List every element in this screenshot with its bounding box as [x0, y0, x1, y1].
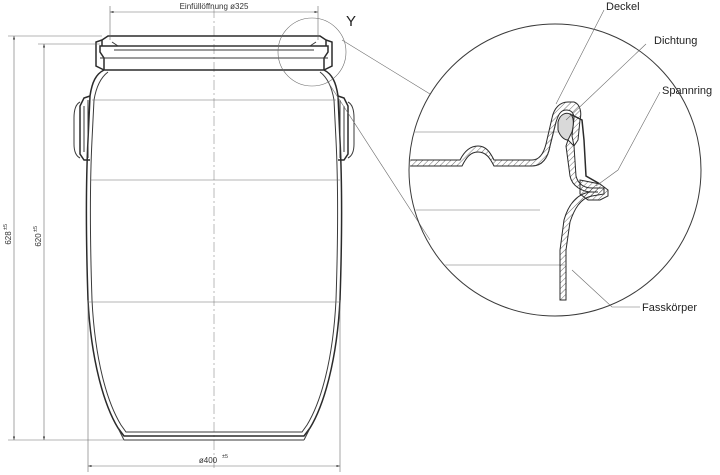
leader-lid — [555, 9, 605, 105]
height-total-tolerance: ±5 — [3, 224, 9, 230]
handle-right — [337, 95, 355, 161]
lid-top-profile — [111, 41, 317, 47]
handle-left — [73, 95, 91, 161]
detail-label-y: Y — [346, 13, 356, 30]
callout-lid: Deckel — [606, 1, 640, 13]
opening-dimension-label: Einfüllöffnung ø325 — [180, 2, 249, 11]
diameter-label: ø400 — [199, 456, 218, 465]
leader-clamp-ring — [595, 91, 661, 187]
height-total-label: 628 — [4, 231, 13, 245]
clamp-ring-left — [95, 39, 105, 71]
leader-drum-body — [571, 269, 640, 308]
detail-y-boundary — [408, 23, 702, 317]
detail-connector-bottom — [327, 81, 431, 241]
detail-clamp-ring-edge — [569, 113, 601, 185]
detail-gasket — [557, 112, 574, 141]
detail-drum-inner — [531, 121, 557, 167]
diameter-tolerance: ±5 — [222, 454, 228, 460]
detail-circle-y — [277, 17, 347, 87]
leader-gasket — [565, 43, 647, 121]
drum-lid — [101, 35, 327, 46]
callout-drum-body: Fasskörper — [642, 302, 697, 314]
height-body-tolerance: ±5 — [33, 226, 39, 232]
callout-clamp-ring: Spannring — [662, 85, 712, 97]
dimension-group: Einfüllöffnung ø325 628 ±5 620 ±5 ø400 ±… — [3, 2, 341, 472]
height-body-label: 620 — [34, 233, 43, 247]
detail-connector-top — [341, 39, 431, 95]
clamp-ring-right — [323, 39, 333, 71]
detail-lid-section — [410, 101, 582, 167]
detail-clamp-ring — [579, 179, 609, 201]
drum-base-foot — [117, 427, 311, 441]
detail-drum-wall — [559, 139, 605, 301]
drum-inner-wall — [90, 71, 338, 433]
detail-y-view: Deckel Dichtung Spannring Fasskörper — [408, 1, 712, 317]
drum-side-view: Y — [73, 8, 431, 470]
callout-gasket: Dichtung — [654, 35, 697, 47]
